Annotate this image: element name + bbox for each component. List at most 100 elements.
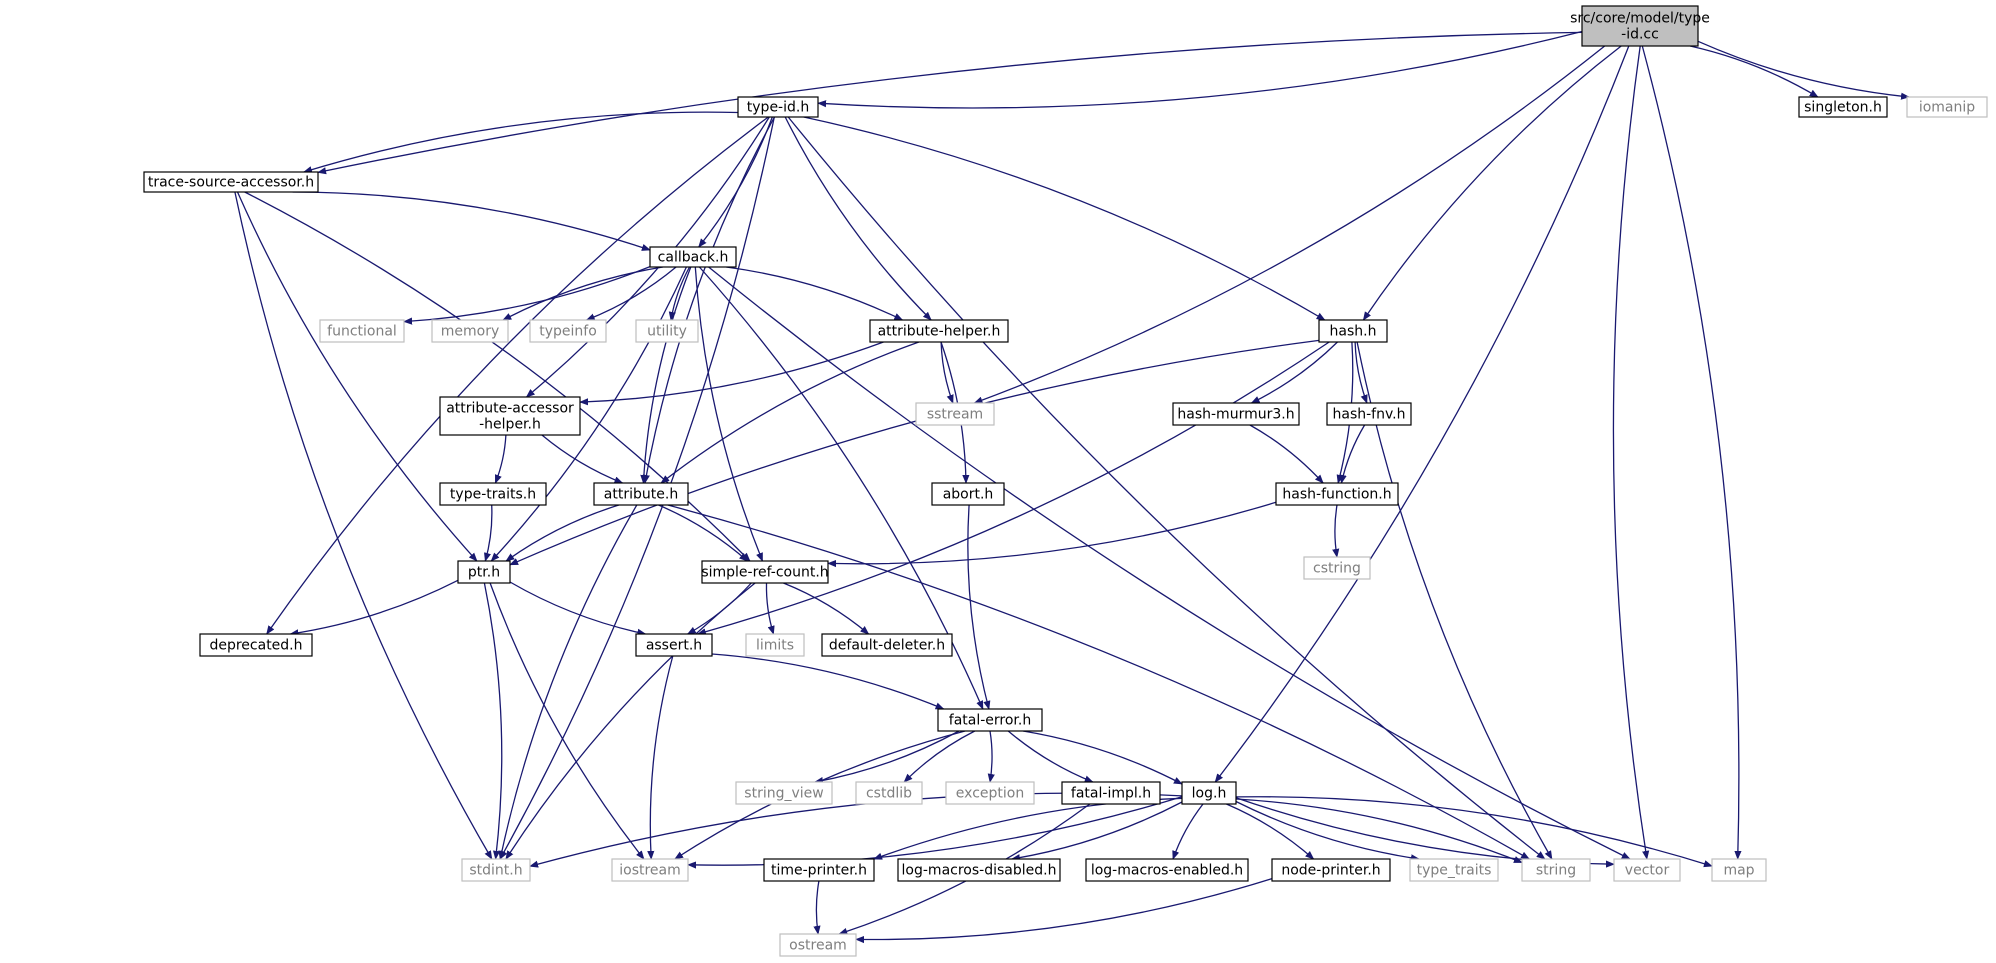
node-label-attribute-h: attribute.h [604,487,678,503]
edge-callback-h-to-ptr-h [490,266,687,562]
node-fatal-error-h[interactable]: fatal-error.h [937,708,1043,732]
node-box-cstdlib [855,781,923,805]
node-singleton-h[interactable]: singleton.h [1798,96,1888,118]
node-box-iomanip [1906,96,1988,118]
edge-hash-function-h-to-simple-ref-count-h [827,501,1277,568]
node-box-exception [945,781,1035,805]
edge-type-id-cc-to-vector [1612,45,1650,860]
edge-attribute-helper-h-to-attribute-accessor-helper-h [579,341,884,406]
node-box-type-id-cc [1581,5,1699,47]
node-type-id-cc[interactable]: src/core/model/type-id.cc [1570,5,1710,47]
node-label-iomanip: iomanip [1919,100,1975,116]
node-attribute-h[interactable]: attribute.h [593,482,689,506]
edge-ptr-h-to-deprecated-h [289,579,459,637]
node-abort-h[interactable]: abort.h [931,482,1005,506]
node-box-string-view [735,781,833,805]
node-box-sstream [915,402,995,426]
edge-fatal-error-h-to-fatal-impl-h [1007,730,1094,783]
node-label-node-printer-h: node-printer.h [1281,863,1380,879]
node-box-attribute-helper-h [869,319,1009,343]
node-fatal-impl-h[interactable]: fatal-impl.h [1061,781,1161,805]
edge-type-id-cc-to-sstream [973,45,1606,404]
node-box-limits [745,633,805,657]
node-iomanip: iomanip [1906,96,1988,118]
node-box-typeinfo [529,319,607,343]
node-box-assert-h [635,633,713,657]
node-node-printer-h[interactable]: node-printer.h [1271,858,1391,882]
node-cstdlib: cstdlib [855,781,923,805]
node-box-hash-murmur3-h [1172,402,1300,426]
node-type-id-h[interactable]: type-id.h [737,96,819,118]
node-iostream: iostream [611,858,689,882]
node-box-trace-source-accessor-h [143,171,319,193]
node-hash-h[interactable]: hash.h [1318,319,1388,343]
edge-node-printer-h-to-ostream [855,877,1273,944]
edge-log-h-to-node-printer-h [1226,803,1315,860]
node-box-map [1711,858,1767,882]
node-callback-h[interactable]: callback.h [649,246,737,268]
node-label-vector: vector [1625,863,1670,879]
node-box-stdint-h [461,858,531,882]
edge-ptr-h-to-stdint-h [483,582,503,860]
edge-log-h-to-type-traits [1235,800,1420,862]
node-box-type-id-h [737,96,819,118]
node-hash-function-h[interactable]: hash-function.h [1275,482,1399,506]
edge-callback-h-to-functional [403,265,651,325]
node-label-type-traits-h: type-traits.h [450,487,536,503]
node-type-traits-h[interactable]: type-traits.h [439,482,547,506]
node-attribute-accessor-helper-h[interactable]: attribute-accessor-helper.h [439,396,581,436]
node-label-string-view: string_view [744,786,823,802]
node-box-log-macros-enabled-h [1085,858,1249,882]
node-box-attribute-h [593,482,689,506]
node-deprecated-h[interactable]: deprecated.h [199,633,313,657]
node-box-fatal-impl-h [1061,781,1161,805]
node-hash-murmur3-h[interactable]: hash-murmur3.h [1172,402,1300,426]
edge-callback-h-to-simple-ref-count-h [694,266,764,562]
edge-callback-h-to-memory [502,266,664,321]
node-ptr-h[interactable]: ptr.h [457,560,511,584]
node-limits: limits [745,633,805,657]
node-label-utility: utility [647,324,687,340]
edge-hash-function-h-to-cstring [1332,504,1340,558]
node-label-callback-h: callback.h [658,250,729,266]
edge-trace-source-accessor-h-to-callback-h [292,191,651,251]
node-label-assert-h: assert.h [646,638,702,654]
node-label-functional: functional [327,324,397,340]
edge-attribute-h-to-stdint-h [498,504,638,860]
node-label-time-printer-h: time-printer.h [771,863,867,879]
node-trace-source-accessor-h[interactable]: trace-source-accessor.h [143,171,319,193]
edge-log-h-to-string [1235,798,1523,864]
node-label-iostream: iostream [619,863,681,879]
node-cstring: cstring [1303,556,1371,580]
node-label-type-id-cc: -id.cc [1621,27,1659,43]
edge-fatal-error-h-to-cstdlib [903,730,976,783]
node-label-trace-source-accessor-h: trace-source-accessor.h [148,175,314,191]
edge-log-h-to-iostream [687,796,1183,869]
node-box-ostream [779,933,857,957]
node-label-hash-fnv-h: hash-fnv.h [1333,407,1406,423]
node-time-printer-h[interactable]: time-printer.h [763,858,875,882]
edge-assert-h-to-iostream [647,655,674,860]
node-log-macros-disabled-h[interactable]: log-macros-disabled.h [897,858,1061,882]
edge-attribute-accessor-helper-h-to-type-traits-h [494,434,507,484]
node-log-h[interactable]: log.h [1181,781,1237,805]
node-hash-fnv-h[interactable]: hash-fnv.h [1326,402,1412,426]
node-default-deleter-h[interactable]: default-deleter.h [821,633,953,657]
node-label-deprecated-h: deprecated.h [209,638,302,654]
edge-log-h-to-log-macros-disabled-h [1011,801,1183,862]
edge-type-id-cc-to-map [1641,45,1742,860]
nodes-layer: src/core/model/type-id.cc type-id.h single… [143,5,1988,957]
edge-hash-fnv-h-to-hash-function-h [1339,424,1366,484]
node-label-stdint-h: stdint.h [469,863,522,879]
node-assert-h[interactable]: assert.h [635,633,713,657]
node-attribute-helper-h[interactable]: attribute-helper.h [869,319,1009,343]
edge-type-id-h-to-attribute-helper-h [784,116,932,321]
node-label-log-h: log.h [1192,786,1227,802]
node-box-simple-ref-count-h [701,560,829,584]
node-log-macros-enabled-h[interactable]: log-macros-enabled.h [1085,858,1249,882]
edge-attribute-helper-h-to-sstream [940,341,954,404]
edge-type-id-h-to-attribute-h [642,116,776,484]
node-simple-ref-count-h[interactable]: simple-ref-count.h [701,560,829,584]
edge-type-id-cc-to-iomanip [1697,40,1910,100]
edge-simple-ref-count-h-to-default-deleter-h [783,582,870,635]
